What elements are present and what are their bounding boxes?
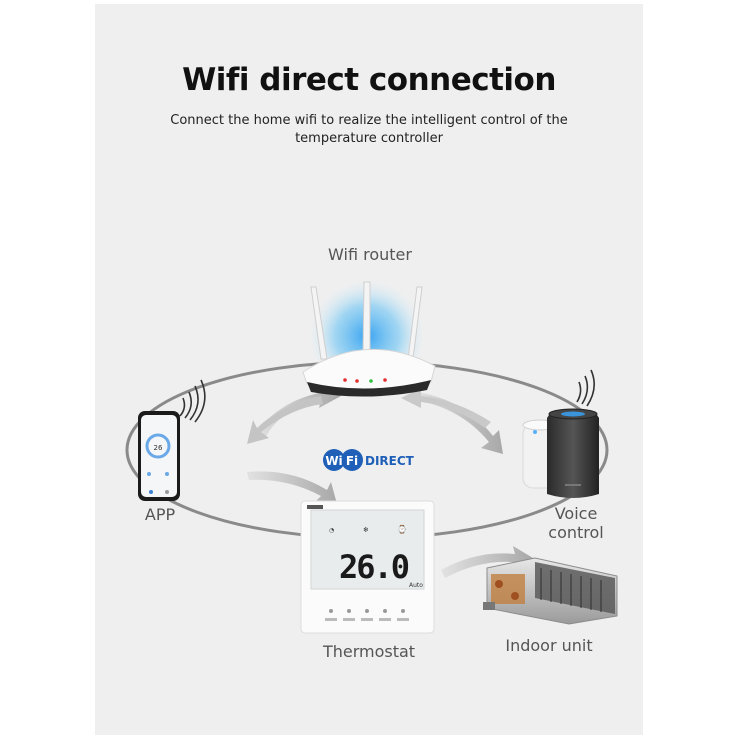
thermostat-mode: Auto	[409, 582, 423, 589]
arrow-thermostat-to-indoor	[441, 546, 533, 578]
product-panel: Wifi direct connection Connect the home …	[95, 4, 643, 735]
wifi-router	[302, 280, 436, 397]
connection-diagram: Wi Fi DIRECT 26	[125, 280, 618, 634]
indoor-unit	[483, 557, 618, 625]
wifi-direct-logo-text: DIRECT	[365, 454, 415, 468]
voice-control-label: Voice control	[548, 504, 604, 542]
thermostat-device: ◔ ❄ ⌚ 26.0 Auto	[300, 500, 435, 634]
smart-speakers	[522, 369, 599, 498]
wifi-direct-logo: Wi Fi DIRECT	[323, 449, 415, 471]
arrow-router-to-app	[247, 396, 323, 444]
svg-text:◔: ◔	[329, 527, 334, 534]
app-label: APP	[144, 505, 176, 524]
svg-text:❄: ❄	[363, 526, 369, 534]
phone-temp: 26	[154, 444, 163, 452]
router-label: Wifi router	[328, 245, 412, 264]
wifi-signal-icon	[576, 381, 582, 403]
wifi-direct-logo-wi: Wi	[325, 454, 342, 468]
wifi-signal-icon	[179, 397, 186, 417]
arrow-app-to-thermostat	[247, 471, 337, 504]
svg-text:⌚: ⌚	[397, 524, 407, 534]
wifi-direct-logo-fi: Fi	[346, 454, 358, 468]
thermostat-temperature: 26.0	[339, 548, 409, 586]
thermostat-label: Thermostat	[322, 642, 416, 661]
phone-app: 26	[138, 379, 206, 501]
page-subtitle: Connect the home wifi to realize the int…	[170, 113, 568, 146]
page-title: Wifi direct connection	[182, 62, 556, 98]
indoor-unit-label: Indoor unit	[505, 636, 593, 655]
arrow-voice-to-router	[401, 388, 491, 428]
